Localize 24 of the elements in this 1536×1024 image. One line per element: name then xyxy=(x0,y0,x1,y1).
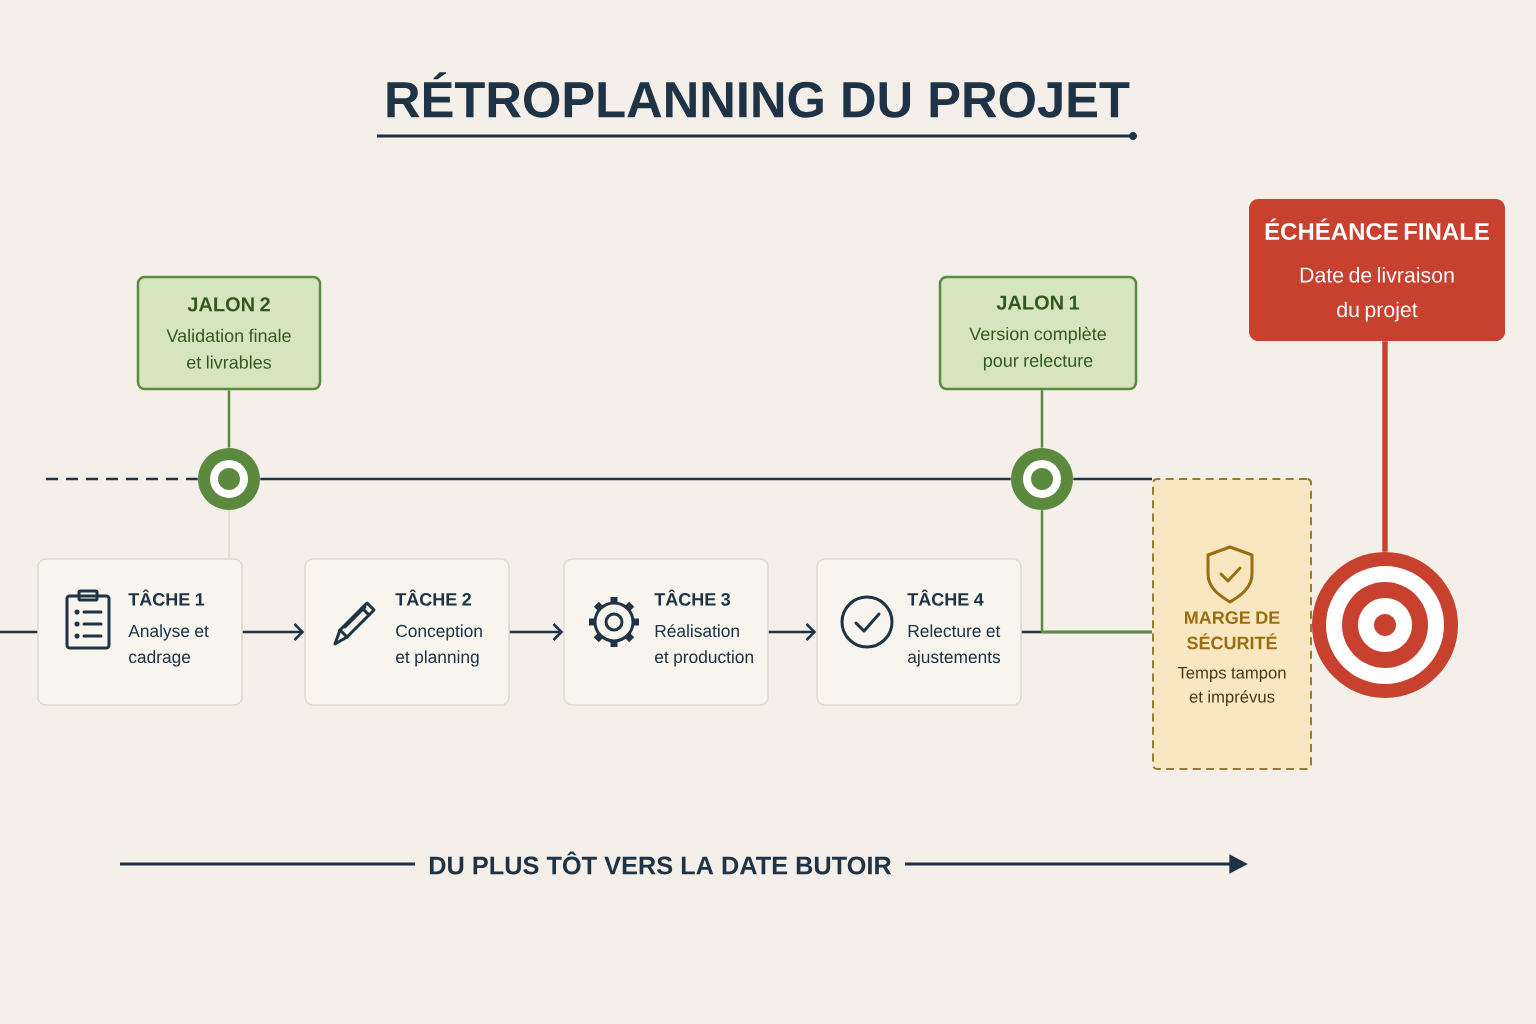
timeline-caption: DU PLUS TÔT VERS LA DATE BUTOIR xyxy=(429,851,892,875)
connector xyxy=(1382,341,1388,552)
connector xyxy=(509,623,564,641)
task-card: TÂCHE 2 Conception et planning xyxy=(304,558,510,706)
connector xyxy=(1040,390,1044,448)
connector xyxy=(227,390,231,448)
milestone-marker xyxy=(198,448,260,510)
task-card: TÂCHE 4 Relecture et ajustements xyxy=(816,558,1022,706)
milestone-box: JALON 1 Version complète pour relecture xyxy=(938,275,1138,391)
connector xyxy=(242,623,305,641)
connector xyxy=(1040,510,1152,634)
connector xyxy=(0,630,38,634)
connector xyxy=(768,623,817,641)
deadline-box: ÉCHÉANCE FINALE Date de livraison du projet xyxy=(1249,199,1505,341)
milestone-marker xyxy=(1011,448,1073,510)
connector xyxy=(1073,477,1152,481)
task-card: TÂCHE 1 Analyse et cadrage xyxy=(37,558,243,706)
target-drawing xyxy=(1312,552,1458,698)
task-card: TÂCHE 3 Réalisation et production xyxy=(563,558,769,706)
connector xyxy=(46,477,198,481)
milestone-box: JALON 2 Validation finale et livrables xyxy=(136,275,322,391)
buffer-box: MARGE DE SÉCURITÉ Temps tampon et imprévus xyxy=(1152,478,1312,770)
connector xyxy=(260,477,1011,481)
title: RÉTROPLANNING DU PROJET xyxy=(387,72,1130,118)
